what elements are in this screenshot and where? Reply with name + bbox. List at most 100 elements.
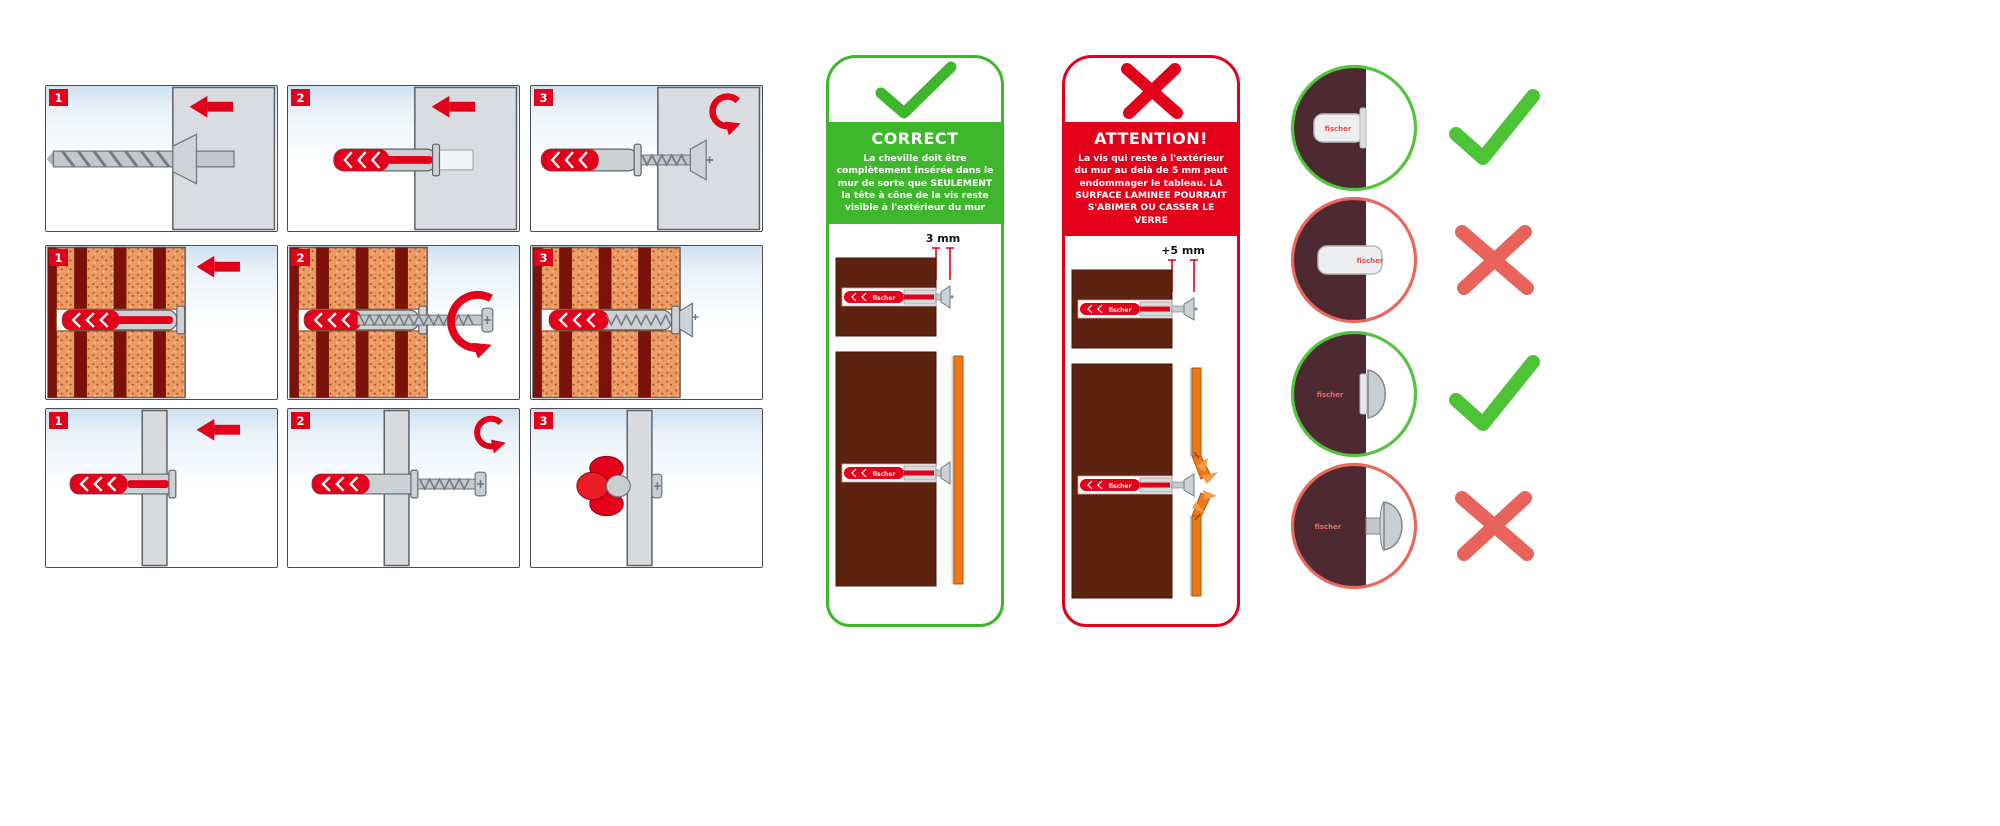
check-icon [1449,89,1540,165]
step-panel-drywall-1: 1 [45,408,278,568]
green-ring [1290,64,1418,192]
screw-icon [605,302,699,338]
correct-body: La cheville doit être complètement insér… [836,153,994,214]
step-illustration-knotted-anchor [576,409,663,567]
attention-diagrams: +5 mm fischer [1065,236,1237,624]
drywall-board [626,409,653,567]
attention-header: ATTENTION! La vis qui reste à l'extérieu… [1065,122,1237,236]
correct-check-area [829,58,1001,122]
attention-title: ATTENTION! [1094,129,1208,148]
attention-diagram-screw: +5 mm fischer [1071,244,1205,349]
brand-label: fischer [1357,257,1384,265]
anchor-sleeve [1317,245,1383,275]
red-ring [1290,462,1418,590]
anchor-collar [1359,107,1367,149]
anchor-icon: fischer [1080,301,1173,317]
screw-icon [651,473,663,499]
step-illustration-drill [46,86,276,231]
step-number-badge: 1 [49,89,68,106]
step-illustration-screw-brick [289,246,494,399]
x-icon [1455,225,1534,295]
screw-icon [1171,473,1195,497]
broken-laminated-panel [1189,367,1218,597]
result-item-protruding-anchor: fischer [1288,194,1542,326]
anchor-icon [61,305,186,335]
arrow-left-icon [196,418,241,441]
arrow-left-icon [196,255,240,278]
brand-label: fischer [1109,483,1132,490]
brand-label: fischer [1317,391,1344,399]
screw-icon [417,471,487,497]
step-panel-brick-3: 3 [530,245,763,400]
correct-diagram-screw: 3 mm fischer [835,232,960,337]
step-panel-brick-1: 1 [45,245,278,400]
step-illustration-flush-brick [532,246,699,399]
result-circle-head-flush: fischer [1290,330,1418,458]
result-circle-anchor-protruding: fischer [1290,196,1418,324]
screw-icon [357,307,494,333]
step-number-badge: 3 [534,89,553,106]
result-item-flush-anchor: fischer [1288,62,1542,194]
check-icon [875,61,957,119]
check-icon [1449,355,1540,431]
anchor-icon [540,143,642,177]
x-icon [1121,63,1183,119]
attention-body: La vis qui reste à l'extérieur du mur au… [1074,153,1228,226]
correct-title: CORRECT [871,129,959,148]
anchor-icon: fischer [844,465,937,481]
brand-label: fischer [873,295,896,302]
screw-icon [935,460,951,485]
step-illustration-anchor-in-brick [47,246,240,399]
rotation-arrow-icon [474,415,506,454]
arrow-left-icon [189,95,234,118]
screw-icon [935,284,954,309]
step-number-badge: 2 [291,412,310,429]
attention-diagram-broken-frame: fischer [1071,363,1218,599]
step-number-badge: 2 [291,249,310,266]
measure-label: +5 mm [1161,244,1205,257]
red-ring [1290,196,1418,324]
measure-label: 3 mm [926,232,960,245]
anchor-icon [311,469,419,499]
screw-icon [1171,297,1198,321]
anchor-collar [1359,373,1368,415]
rotation-arrow-icon [709,93,741,136]
arrow-left-icon [431,95,476,118]
step-number-badge: 1 [49,249,68,266]
step-number-badge: 1 [49,412,68,429]
step-panel-concrete-2: 2 [287,85,520,232]
result-circle-anchor-flush: fischer [1290,64,1418,192]
screw-head-dome [1383,501,1403,551]
rotation-arrow-icon [447,290,493,359]
result-item-head-protruding: fischer [1288,460,1542,592]
step-panel-concrete-3: 3 [530,85,763,232]
correct-panel: CORRECT La cheville doit être complèteme… [826,55,1004,627]
step-illustration-anchor-drywall [69,409,241,567]
brand-label: fischer [1325,125,1352,133]
correct-diagrams: 3 mm fischer [829,224,1001,624]
x-icon [1455,491,1534,561]
screw-head-dome [1367,369,1386,419]
attention-panel: ATTENTION! La vis qui reste à l'extérieu… [1062,55,1240,627]
step-number-badge: 3 [534,412,553,429]
step-illustration-screw-drywall [311,409,506,567]
laminated-panel [953,355,964,585]
step-panel-drywall-2: 2 [287,408,520,568]
brand-label: fischer [1315,523,1342,531]
anchor-icon [69,469,177,499]
screw-icon [640,139,714,181]
correct-diagram-frame: fischer [835,351,964,587]
result-item-head-flush: fischer [1288,328,1542,460]
step-illustration-screw-in [540,86,761,231]
step-number-badge: 2 [291,89,310,106]
correct-header: CORRECT La cheville doit être complèteme… [829,122,1001,224]
step-illustration-insert-anchor [333,86,518,231]
glass-edge [951,355,954,584]
brand-label: fischer [1109,307,1132,314]
green-ring [1290,330,1418,458]
step-panel-concrete-1: 1 [45,85,278,232]
anchor-icon: fischer [844,289,937,305]
anchor-icon [333,143,441,177]
attention-x-area [1065,58,1237,122]
